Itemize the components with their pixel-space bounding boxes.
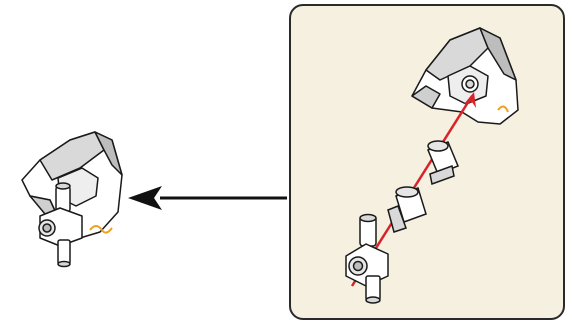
axle-pin-part [428,141,458,184]
result-arrow-icon [128,186,287,210]
joint-part [346,215,388,304]
shell-part [412,28,518,124]
assembled-model [22,132,122,267]
bush-part [388,187,426,232]
